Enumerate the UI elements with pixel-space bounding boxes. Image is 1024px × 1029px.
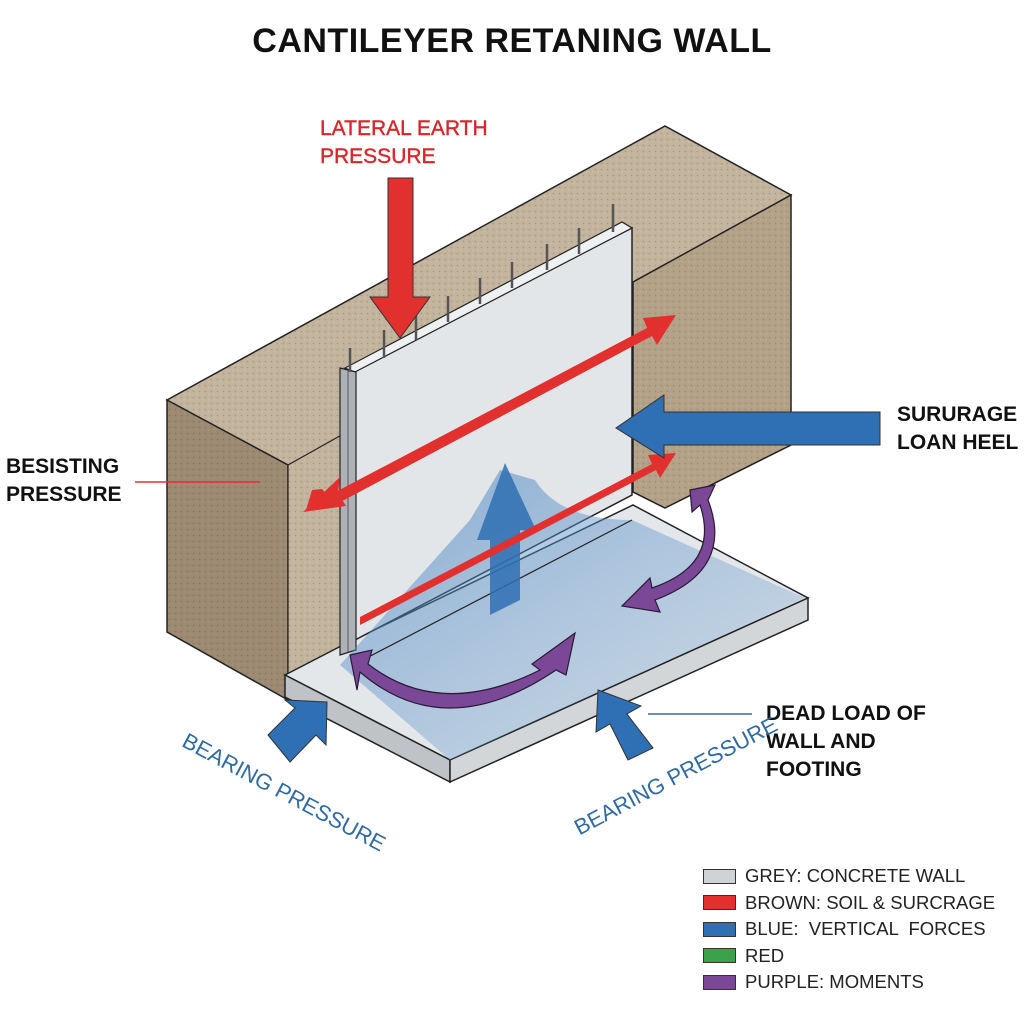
base-red-arrow: [360, 453, 676, 625]
label-line: PRESSURE: [6, 483, 122, 506]
lateral-earth-pressure-arrow: [369, 177, 431, 339]
red-force-arrows: [303, 315, 676, 625]
resisting-pressure-label: BESISTING PRESSURE: [6, 453, 122, 509]
vertical-force-wash: [340, 470, 805, 760]
label-line: PRESSURE: [320, 145, 436, 168]
resisting-pressure-arrow: [306, 315, 676, 510]
vertical-force-arrow: [477, 463, 537, 615]
legend-label: RED: [745, 944, 785, 966]
diagram-title: CANTILEYER RETANING WALL: [252, 22, 772, 60]
legend-item: BLUE: VERTICAL FORCES: [703, 916, 995, 943]
legend-item: GREY: CONCRETE WALL: [703, 863, 995, 890]
dead-load-label: DEAD LOAD OF WALL AND FOOTING: [766, 700, 926, 784]
moment-arrow-heel: [620, 484, 717, 613]
bearing-pressure-arrow-left: [267, 699, 328, 763]
legend-label: GREY: CONCRETE WALL: [745, 865, 966, 887]
legend-swatch: [703, 921, 736, 937]
legend-swatch: [703, 868, 736, 884]
footing-right-edge: [449, 596, 809, 784]
legend-item: PURPLE: MOMENTS: [703, 969, 995, 996]
legend-label: BROWN: SOIL & SURCRAGE: [745, 891, 996, 913]
label-line: BESISTING: [6, 455, 120, 478]
legend-swatch: [703, 948, 736, 964]
label-line: LATERAL EARTH: [320, 117, 488, 140]
legend-swatch: [703, 974, 736, 990]
legend-label: PURPLE: MOMENTS: [745, 971, 924, 993]
legend-label: BLUE: VERTICAL FORCES: [745, 918, 986, 940]
label-line: DEAD LOAD OF: [766, 702, 926, 725]
legend-item: RED: [703, 943, 995, 970]
label-line: FOOTING: [766, 758, 862, 781]
lateral-earth-pressure-label: LATERAL EARTH PRESSURE: [320, 115, 488, 171]
legend: GREY: CONCRETE WALL BROWN: SOIL & SURCRA…: [703, 863, 995, 996]
bearing-pressure-arrow-right: [595, 689, 654, 761]
rebar-group: [348, 204, 615, 372]
surcharge-label: SURURAGE LOAN HEEL: [897, 401, 1018, 457]
legend-swatch: [703, 895, 736, 911]
left-red-arrowhead: [303, 477, 346, 512]
legend-item: BROWN: SOIL & SURCRAGE: [703, 890, 995, 917]
label-line: LOAN HEEL: [897, 431, 1019, 454]
moment-arrow-base: [349, 631, 576, 709]
label-line: WALL AND: [766, 730, 876, 753]
surcharge-arrow: [615, 394, 881, 459]
label-line: SURURAGE: [897, 403, 1018, 426]
